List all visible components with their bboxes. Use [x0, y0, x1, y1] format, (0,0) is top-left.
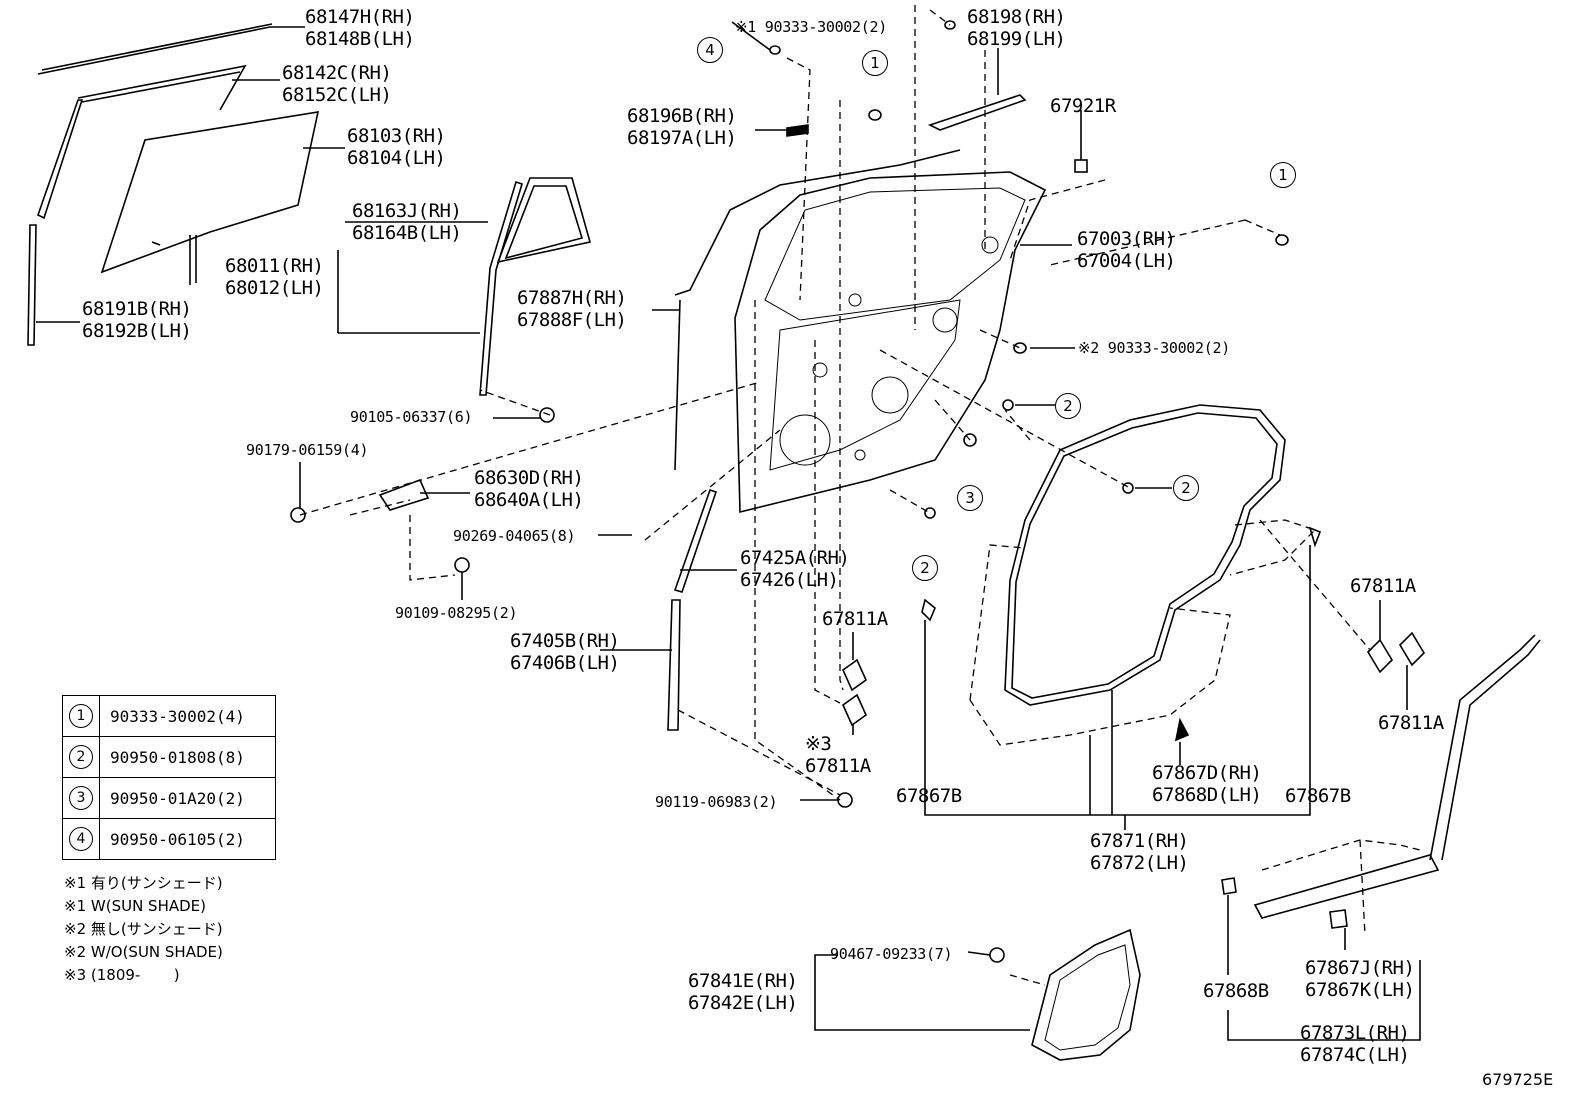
part-label-90119: 90119-06983(2)	[655, 793, 778, 811]
part-label-67811a-3: ※3 67811A	[805, 733, 871, 777]
part-label-67867b: 67867B	[896, 785, 962, 807]
part-label-67811a: 67811A	[1350, 575, 1416, 597]
part-label-67811a: 67811A	[822, 608, 888, 630]
part-label-67871: 67871(RH) 67872(LH)	[1090, 830, 1189, 874]
part-label-90105: 90105-06337(6)	[350, 408, 473, 426]
part-label-67873: 67873L(RH) 67874C(LH)	[1300, 1022, 1410, 1066]
part-label-67887: 67887H(RH) 67888F(LH)	[517, 287, 627, 331]
diagram-id: 679725E	[1482, 1070, 1554, 1089]
callout-1: 1	[1270, 162, 1296, 188]
part-label-67425: 67425A(RH) 67426(LH)	[740, 547, 850, 591]
pad-drawing	[842, 658, 867, 692]
part-label-67921: 67921R	[1050, 95, 1116, 117]
legend-row: 3 90950-01A20(2)	[62, 777, 276, 819]
legend-row: 2 90950-01808(8)	[62, 736, 276, 778]
part-label-90333-top: ※1 90333-30002(2)	[735, 18, 887, 36]
legend-part-number: 90950-06105(2)	[99, 818, 276, 860]
part-label-67867j: 67867J(RH) 67867K(LH)	[1305, 957, 1415, 1001]
part-label-90467: 90467-09233(7)	[830, 945, 953, 963]
part-label-67841: 67841E(RH) 67842E(LH)	[688, 970, 798, 1014]
callout-2: 2	[912, 555, 938, 581]
legend-number: 4	[69, 827, 93, 851]
footnote: ※1 有り(サンシェード)	[64, 874, 223, 892]
legend-number: 3	[69, 786, 93, 810]
part-label-68103: 68103(RH) 68104(LH)	[347, 125, 446, 169]
door-hinge-drawing	[378, 478, 430, 511]
legend-row: 1 90333-30002(4)	[62, 695, 276, 737]
outer-belt-moulding-drawing	[37, 26, 271, 75]
footnote: ※3 (1809- )	[64, 966, 180, 984]
inner-weatherstrip-drawing	[77, 64, 247, 111]
door-glass-drawing	[100, 111, 320, 274]
quarter-glass-drawing	[496, 177, 592, 264]
lower-run-channel-drawing	[667, 599, 681, 731]
part-label-68196: 68196B(RH) 68197A(LH)	[627, 105, 737, 149]
part-label-68191: 68191B(RH) 68192B(LH)	[82, 298, 192, 342]
footnote: ※2 無し(サンシェード)	[64, 920, 223, 938]
part-label-67811a: 67811A	[1378, 712, 1444, 734]
service-hole-cover-drawing	[1031, 928, 1141, 1061]
part-label-90179: 90179-06159(4)	[246, 441, 369, 459]
callout-2: 2	[1173, 475, 1199, 501]
part-label-68630: 68630D(RH) 68640A(LH)	[474, 467, 584, 511]
door-weatherstrip-drawing	[1004, 404, 1286, 706]
footnote: ※1 W(SUN SHADE)	[64, 897, 206, 915]
callout-4: 4	[697, 37, 723, 63]
part-label-90269: 90269-04065(8)	[453, 527, 576, 545]
part-label-68147: 68147H(RH) 68148B(LH)	[305, 6, 415, 50]
part-label-67867b: 67867B	[1285, 785, 1351, 807]
footnotes: ※1 有り(サンシェード) ※1 W(SUN SHADE) ※2 無し(サンシェ…	[64, 872, 223, 987]
legend-number: 2	[69, 745, 93, 769]
division-bar-drawing	[479, 180, 523, 396]
part-label-68198: 68198(RH) 68199(LH)	[967, 6, 1066, 50]
legend-number: 1	[69, 704, 93, 728]
door-panel-drawing	[734, 171, 1047, 514]
callout-1: 1	[862, 50, 888, 76]
legend-part-number: 90950-01A20(2)	[99, 777, 276, 819]
part-label-67003: 67003(RH) 67004(LH)	[1077, 228, 1176, 272]
part-label-67867d: 67867D(RH) 67868D(LH)	[1152, 762, 1262, 806]
fastener-legend-table: 1 90333-30002(4) 2 90950-01808(8) 3 9095…	[62, 695, 276, 860]
callout-2: 2	[1055, 393, 1081, 419]
part-label-68163: 68163J(RH) 68164B(LH)	[352, 200, 462, 244]
callout-3: 3	[957, 485, 983, 511]
part-label-68011: 68011(RH) 68012(LH)	[225, 255, 324, 299]
legend-part-number: 90333-30002(4)	[99, 695, 276, 737]
rocker-moulding-drawing	[1253, 854, 1440, 919]
footnote: ※2 W/O(SUN SHADE)	[64, 943, 223, 961]
part-label-90109: 90109-08295(2)	[395, 604, 518, 622]
handle-frame-drawing	[927, 94, 1027, 131]
legend-row: 4 90950-06105(2)	[62, 818, 276, 860]
part-label-90333-mid: ※2 90333-30002(2)	[1078, 339, 1230, 357]
run-channel-drawing	[27, 224, 37, 346]
part-label-67405: 67405B(RH) 67406B(LH)	[510, 630, 620, 674]
part-label-68142: 68142C(RH) 68152C(LH)	[282, 62, 392, 106]
legend-part-number: 90950-01808(8)	[99, 736, 276, 778]
frame-weatherstrip-drawing	[674, 149, 961, 296]
part-label-67868b: 67868B	[1203, 980, 1269, 1002]
